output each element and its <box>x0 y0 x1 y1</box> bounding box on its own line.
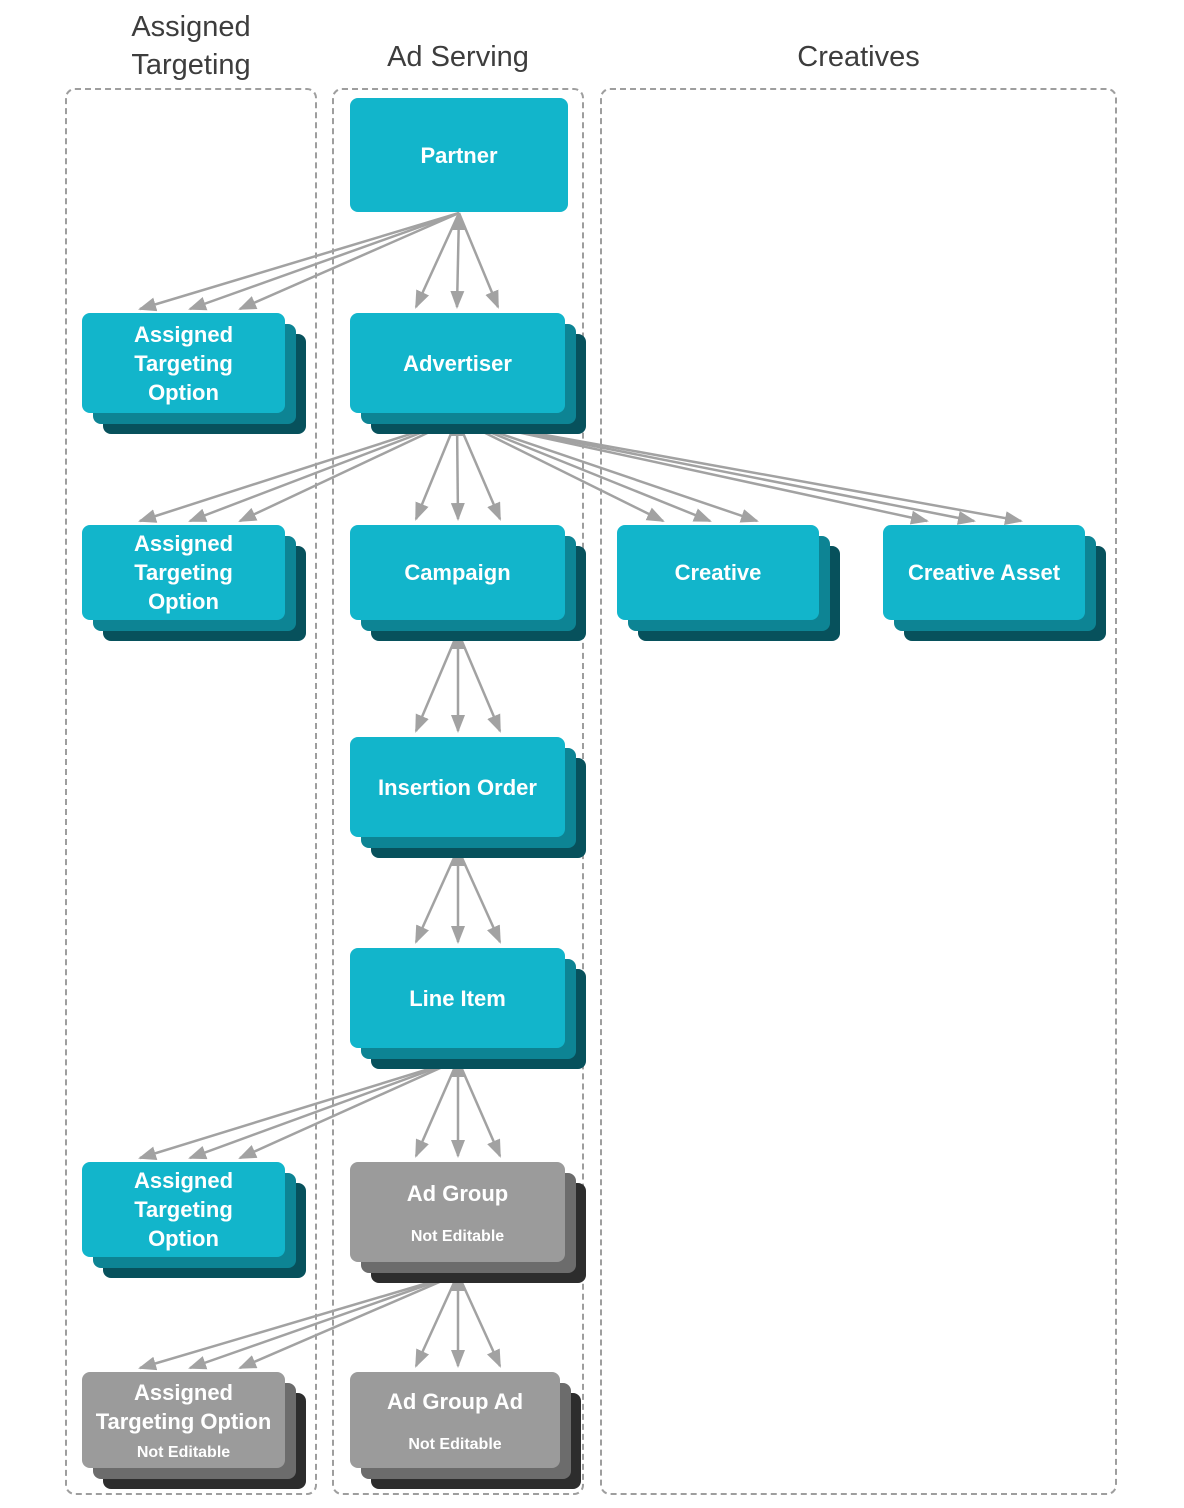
node-campaign: Campaign <box>350 525 565 620</box>
node-creative: Creative <box>617 525 819 620</box>
node-label: Insertion Order <box>378 774 537 800</box>
node-label: Line Item <box>409 985 506 1011</box>
node-line-item: Line Item <box>350 948 565 1048</box>
node-label: Assigned Targeting Option <box>133 531 234 614</box>
node-assigned-targeting-option-advertiser: Assigned Targeting Option <box>82 525 285 620</box>
node-assigned-targeting-option-partner: Assigned Targeting Option <box>82 313 285 413</box>
node-not-editable-badge: Not Editable <box>410 1227 505 1245</box>
node-label: Creative <box>674 560 762 585</box>
node-label: Assigned Targeting Option <box>133 321 234 405</box>
node-label: Ad Group <box>406 1180 509 1206</box>
node-ad-group: Ad Group Not Editable <box>350 1162 565 1262</box>
node-label: Assigned Targeting Option <box>133 1168 234 1251</box>
column-header-assigned-targeting: Assigned Targeting <box>131 11 251 81</box>
node-advertiser: Advertiser <box>350 313 565 413</box>
node-not-editable-badge: Not Editable <box>408 1435 502 1453</box>
node-ad-group-ad: Ad Group Ad Not Editable <box>350 1372 560 1468</box>
node-insertion-order: Insertion Order <box>350 737 565 837</box>
node-label: Assigned Targeting Option <box>95 1380 272 1434</box>
node-creative-asset: Creative Asset <box>883 525 1085 620</box>
node-partner-label: Partner <box>420 142 498 168</box>
node-label: Campaign <box>404 560 511 585</box>
column-group-ad-serving <box>332 88 584 1495</box>
node-assigned-targeting-option-ad-group: Assigned Targeting Option Not Editable <box>82 1372 285 1468</box>
node-label: Ad Group Ad <box>386 1388 524 1414</box>
column-group-assigned-targeting <box>65 88 317 1495</box>
node-label: Creative Asset <box>907 560 1061 585</box>
column-header-ad-serving: Ad Serving <box>387 41 529 73</box>
column-group-creatives <box>600 88 1117 1495</box>
column-header-creatives: Creatives <box>797 41 920 73</box>
node-not-editable-badge: Not Editable <box>136 1444 231 1461</box>
node-label: Advertiser <box>403 350 512 376</box>
node-assigned-targeting-option-line-item: Assigned Targeting Option <box>82 1162 285 1257</box>
node-partner: Partner <box>350 98 568 212</box>
